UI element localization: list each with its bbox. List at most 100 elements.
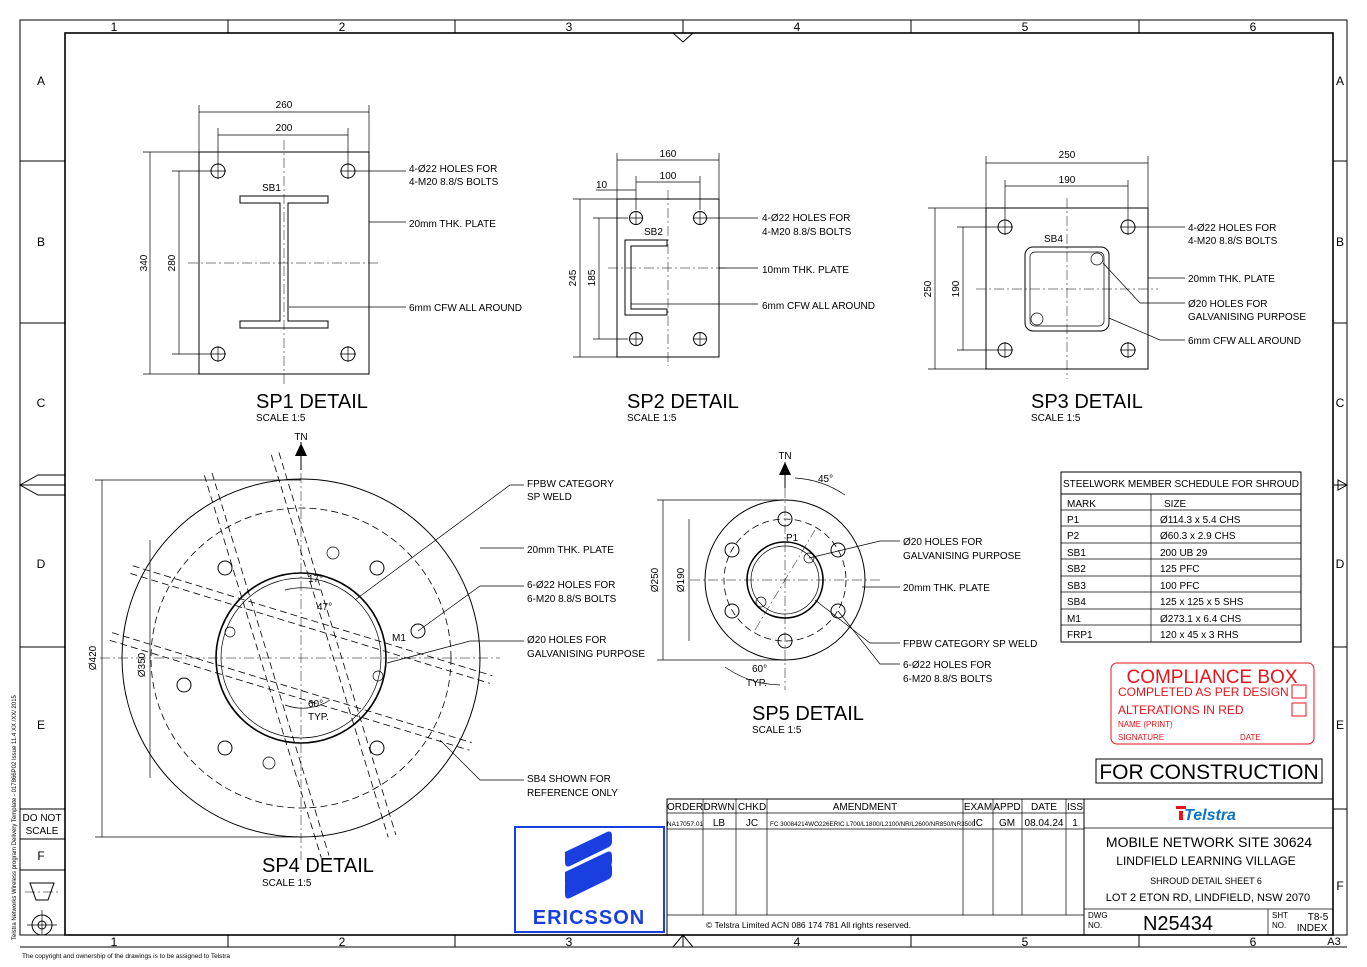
telstra-mark-icon [1176,806,1186,820]
svg-text:APPD: APPD [993,802,1020,813]
svg-text:GM: GM [999,818,1015,829]
svg-text:6-Ø22 HOLES FOR: 6-Ø22 HOLES FOR [527,580,615,591]
svg-text:10: 10 [596,180,608,191]
svg-text:DRWN: DRWN [704,802,735,813]
svg-text:4-M20 8.8/S BOLTS: 4-M20 8.8/S BOLTS [1188,236,1278,247]
row-label: A [37,74,45,88]
svg-text:GALVANISING PURPOSE: GALVANISING PURPOSE [903,551,1021,562]
svg-text:260: 260 [276,100,293,111]
footer-note: The copyright and ownership of the drawi… [22,953,230,960]
sp2-detail: 160 100 10 245 185 SB2 4-Ø22 HOLES FOR 4… [568,149,875,424]
row-label: B [37,235,45,249]
svg-text:60°: 60° [308,699,323,710]
svg-text:17°: 17° [308,574,323,585]
col-label: 5 [1022,20,1029,34]
svg-text:45°: 45° [818,474,833,485]
svg-text:10mm THK. PLATE: 10mm THK. PLATE [762,265,849,276]
svg-text:SB1: SB1 [262,183,281,194]
svg-text:DATE: DATE [1240,733,1261,742]
svg-text:100: 100 [660,171,677,182]
sp4-detail: TN Ø420 Ø350 17° 47° 60° TYP. M1 FPBW CA… [88,432,645,889]
sp5-detail: TN 45° 60° TYP. P1 Ø250 Ø190 Ø20 HOLES F… [650,451,1037,736]
schedule-mark: FRP1 [1067,630,1093,641]
svg-text:CHKD: CHKD [738,802,766,813]
svg-text:250: 250 [1059,150,1076,161]
col-label: 2 [339,935,346,949]
col-label: 5 [1022,935,1029,949]
bolt-hole-icon [629,211,707,346]
svg-text:SB2: SB2 [644,227,663,238]
svg-text:SCALE 1:5: SCALE 1:5 [1031,413,1081,424]
schedule-size: Ø60.3 x 2.9 CHS [1160,531,1236,542]
svg-text:245: 245 [568,269,579,286]
svg-text:GALVANISING PURPOSE: GALVANISING PURPOSE [1188,312,1306,323]
col-label: 4 [794,20,801,34]
svg-text:COMPLETED AS PER DESIGN: COMPLETED AS PER DESIGN [1118,685,1289,699]
svg-text:IC: IC [973,818,983,829]
svg-text:P1: P1 [786,533,799,544]
svg-text:190: 190 [951,280,962,297]
svg-text:6-Ø22 HOLES FOR: 6-Ø22 HOLES FOR [903,660,991,671]
schedule-mark: M1 [1067,614,1081,625]
paper-size: A3 [1327,936,1340,948]
schedule-mark: P1 [1067,515,1080,526]
sp1-title: SP1 DETAIL [256,391,368,413]
svg-text:SIGNATURE: SIGNATURE [1118,733,1164,742]
ericsson-mark-icon [565,831,612,899]
telstra-logo: Telstra [1176,806,1236,824]
svg-text:SIZE: SIZE [1164,499,1187,510]
sheet-number: T8-5 [1308,912,1329,923]
alterations-checkbox[interactable] [1291,702,1307,717]
row-label: A [1336,74,1344,88]
sheet-name: SHROUD DETAIL SHEET 6 [1150,876,1262,886]
svg-text:NAME (PRINT): NAME (PRINT) [1118,720,1173,729]
svg-text:GALVANISING PURPOSE: GALVANISING PURPOSE [527,649,645,660]
svg-text:SCALE 1:5: SCALE 1:5 [262,878,312,889]
site-address: LOT 2 ETON RD, LINDFIELD, NSW 2070 [1106,892,1310,904]
svg-text:20mm THK. PLATE: 20mm THK. PLATE [527,545,614,556]
svg-text:4-Ø22 HOLES FOR: 4-Ø22 HOLES FOR [409,164,497,175]
completed-checkbox[interactable] [1291,684,1307,699]
projection-symbol-icon [25,882,60,936]
svg-text:DATE: DATE [1031,802,1057,813]
ericsson-logo: ERICSSON [514,826,665,933]
svg-text:TYP.: TYP. [746,678,767,689]
svg-text:Telstra: Telstra [1184,807,1236,824]
svg-text:ALTERATIONS IN RED: ALTERATIONS IN RED [1118,703,1244,717]
row-label: F [1336,879,1343,893]
svg-text:NO.: NO. [1272,921,1286,930]
svg-text:SCALE 1:5: SCALE 1:5 [752,725,802,736]
copyright-note: © Telstra Limited ACN 086 174 781 All ri… [706,920,911,930]
do-not-scale-1: DO NOT [23,813,62,824]
row-label: F [37,849,44,863]
svg-text:FPBW CATEGORY SP WELD: FPBW CATEGORY SP WELD [903,639,1037,650]
row-label: C [37,396,46,410]
compliance-title: COMPLIANCE BOX [1126,667,1297,688]
svg-text:NO.: NO. [1088,921,1102,930]
sp3-title: SP3 DETAIL [1031,391,1143,413]
svg-text:Ø20 HOLES FOR: Ø20 HOLES FOR [1188,299,1267,310]
svg-text:SB4 SHOWN FOR: SB4 SHOWN FOR [527,774,611,785]
ericsson-wordmark: ERICSSON [533,907,645,929]
svg-text:190: 190 [1059,175,1076,186]
sp4-title: SP4 DETAIL [262,855,374,877]
schedule-size: Ø273.1 x 6.4 CHS [1160,614,1241,625]
schedule-size: 125 x 125 x 5 SHS [1160,597,1244,608]
svg-text:TN: TN [294,432,307,443]
svg-text:4-Ø22 HOLES FOR: 4-Ø22 HOLES FOR [1188,223,1276,234]
col-label: 4 [794,935,801,949]
amendment-table: ORDER DRWN CHKD AMENDMENT EXAM APPD DATE… [666,798,1085,936]
bolt-hole-icon [997,219,1136,358]
svg-text:6-M20 8.8/S BOLTS: 6-M20 8.8/S BOLTS [903,674,993,685]
svg-text:200: 200 [276,123,293,134]
schedule-mark: P2 [1067,531,1080,542]
svg-text:Ø250: Ø250 [650,567,661,592]
svg-text:20mm THK. PLATE: 20mm THK. PLATE [903,583,990,594]
steelwork-schedule-table: STEELWORK MEMBER SCHEDULE FOR SHROUD MAR… [1060,471,1302,643]
svg-text:SCALE 1:5: SCALE 1:5 [256,413,306,424]
row-label: C [1336,396,1345,410]
svg-text:LB: LB [713,818,726,829]
svg-text:340: 340 [139,254,150,271]
col-label: 1 [111,20,118,34]
